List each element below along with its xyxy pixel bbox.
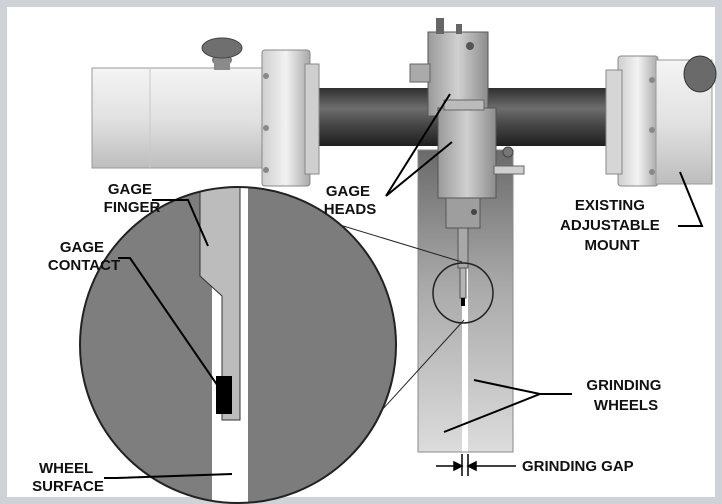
label-gage-contact: GAGE CONTACT xyxy=(48,239,120,274)
label-wheel-surface: WHEEL SURFACE xyxy=(32,460,104,495)
grinding-gap-dimension xyxy=(436,454,516,476)
gage-heads xyxy=(409,18,525,306)
label-gage-heads: GAGE HEADS xyxy=(324,183,377,218)
labels: GAGE FINGER GAGE CONTACT WHEEL SURFACE G… xyxy=(32,181,665,495)
detail-indicator-circle xyxy=(432,262,494,324)
gage-contact-block xyxy=(216,376,232,414)
label-grinding-gap: GRINDING GAP xyxy=(522,458,634,475)
label-gage-finger: GAGE FINGER xyxy=(104,181,161,216)
label-existing-adjustable-mount: EXISTING ADJUSTABLE MOUNT xyxy=(560,197,664,254)
label-grinding-wheels: GRINDING WHEELS xyxy=(586,377,665,414)
leader-lines xyxy=(104,93,704,479)
shaft-assembly xyxy=(91,37,717,187)
grinding-gap-slot xyxy=(462,225,468,452)
